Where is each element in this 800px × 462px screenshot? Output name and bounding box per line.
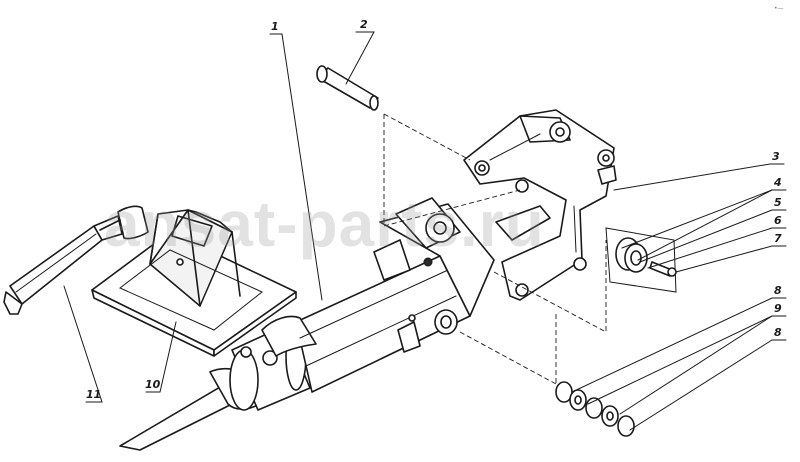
corner-mark: •— xyxy=(774,5,784,12)
callout-8-lower: 8 xyxy=(774,326,782,339)
callout-5: 5 xyxy=(774,196,782,209)
callout-2: 2 xyxy=(360,18,368,31)
assembly-lines xyxy=(383,113,607,385)
leader-lines xyxy=(63,31,787,431)
callout-1: 1 xyxy=(271,20,279,33)
callout-8-upper: 8 xyxy=(774,284,782,297)
part-10-base-stand xyxy=(91,209,297,357)
parts-4-7-bushing-set xyxy=(605,227,677,293)
callout-11: 11 xyxy=(86,388,101,401)
watermark-text: ansat-parts.ru xyxy=(104,188,545,260)
part-3-mounting-bracket xyxy=(463,109,617,301)
callout-10: 10 xyxy=(145,378,161,391)
part-11-chisel-tool xyxy=(3,205,149,315)
callout-4: 4 xyxy=(773,176,782,189)
callout-3: 3 xyxy=(772,150,780,163)
callout-7: 7 xyxy=(774,232,782,245)
callout-9: 9 xyxy=(774,302,782,315)
part-1-cylinder xyxy=(119,197,495,451)
parts-8-9-fittings xyxy=(555,381,635,437)
callout-labels: 1 2 3 4 5 6 7 8 9 8 10 11 xyxy=(86,18,782,401)
callout-6: 6 xyxy=(774,214,782,227)
part-2-pin xyxy=(316,65,379,111)
